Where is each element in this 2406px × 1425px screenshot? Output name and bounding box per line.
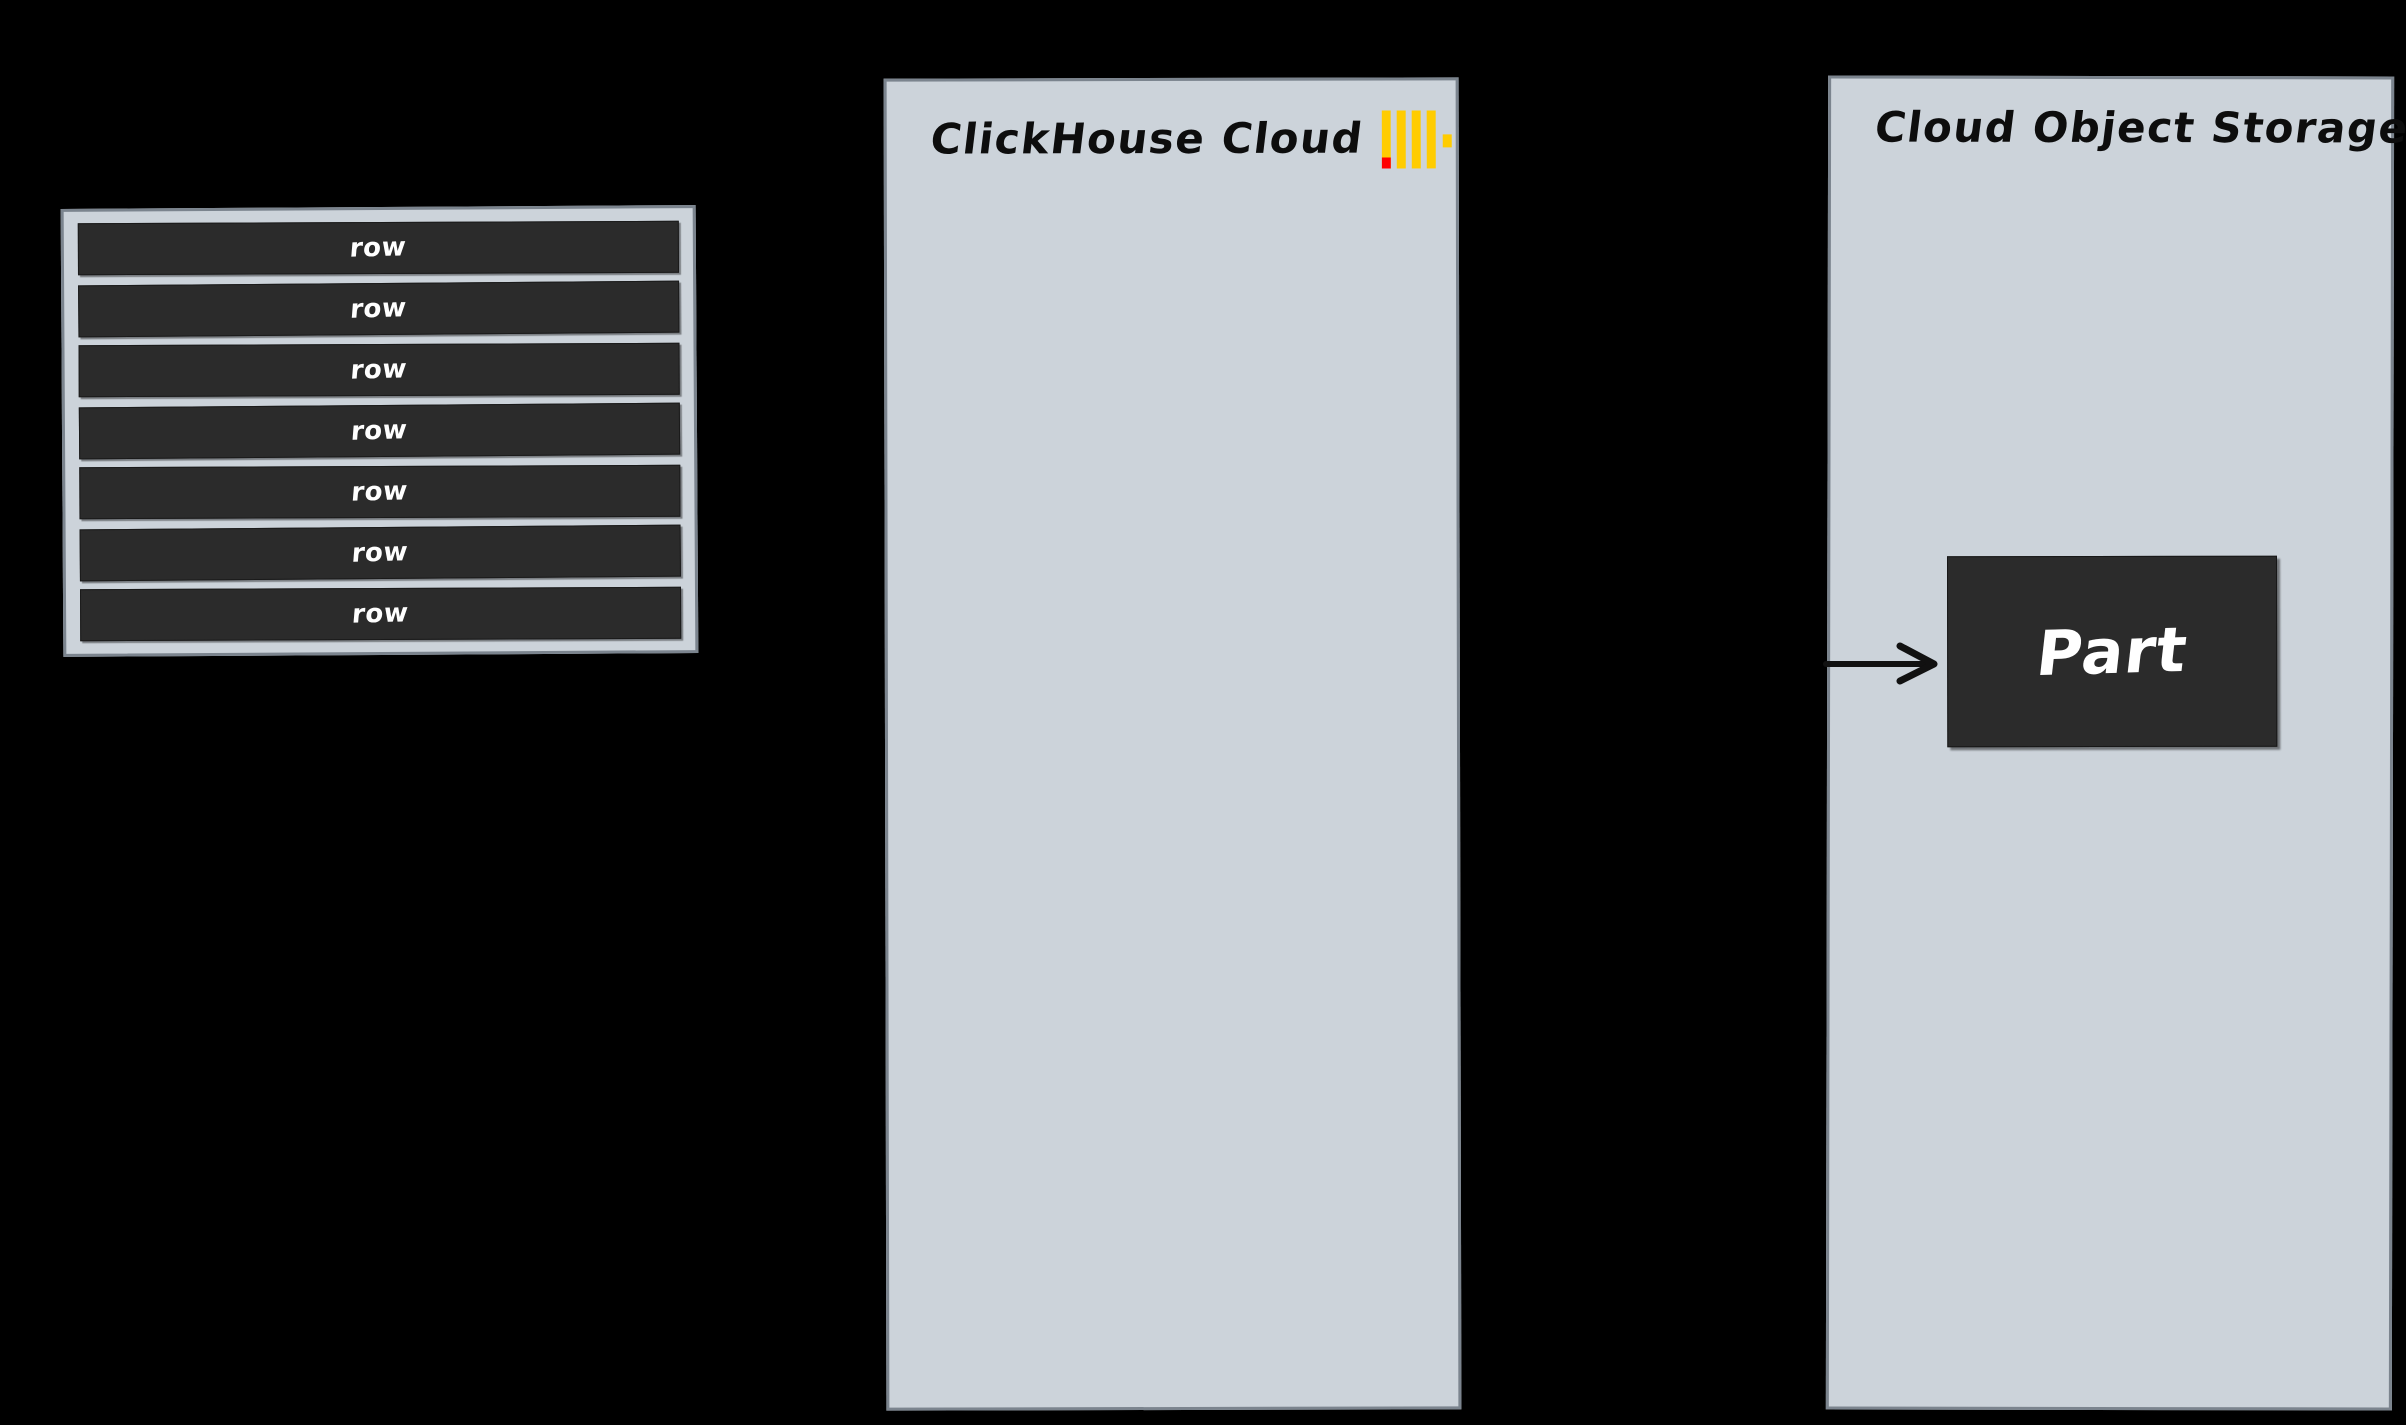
row-label: row [350, 537, 410, 569]
part-box: Part [1946, 555, 2278, 748]
row-label: row [348, 232, 408, 264]
cloud-object-storage-title: Cloud Object Storage [1872, 102, 2406, 153]
table-row: row [78, 342, 680, 398]
ingest-arrow-icon [1823, 642, 1938, 685]
row-label: row [351, 598, 411, 630]
clickhouse-cloud-title: ClickHouse Cloud [927, 108, 1456, 169]
table-row: row [77, 220, 679, 276]
part-label: Part [2032, 612, 2192, 690]
row-label: row [350, 476, 410, 508]
row-label: row [350, 415, 409, 447]
panel-title-text: ClickHouse Cloud [927, 113, 1367, 164]
clickhouse-cloud-panel: ClickHouse Cloud [883, 77, 1462, 1411]
row-label: row [349, 354, 409, 386]
cloud-object-storage-panel: Cloud Object Storage Part [1825, 75, 2406, 1411]
table-row: row [80, 586, 682, 642]
table-row: row [78, 280, 680, 338]
clickhouse-logo-icon [1381, 110, 1452, 169]
row-label: row [349, 293, 409, 325]
table-row: row [78, 402, 681, 460]
panel-title-text: Cloud Object Storage [1872, 102, 2406, 153]
table-row: row [79, 524, 681, 582]
rows-table: row row row row row row row [60, 205, 699, 657]
table-row: row [79, 464, 681, 520]
